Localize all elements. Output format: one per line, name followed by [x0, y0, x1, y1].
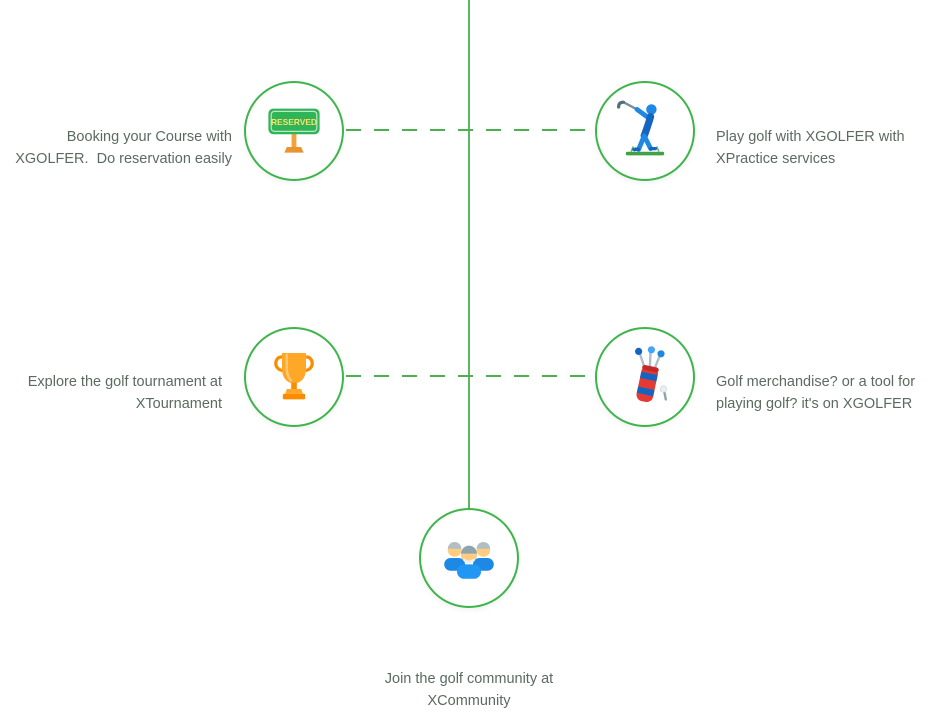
trophy-icon	[274, 353, 314, 400]
label-practice: Play golf with XGOLFER with XPractice se…	[716, 127, 936, 170]
label-booking-line1: Booking your Course with	[66, 129, 232, 145]
center-line	[468, 0, 470, 509]
label-community-line2: XCommunity	[427, 692, 511, 709]
reserved-sign-icon: RESERVED	[268, 108, 320, 153]
label-practice-line2: XPractice services	[716, 150, 836, 167]
golfer-swing-icon	[617, 100, 665, 156]
node-booking: RESERVED	[244, 81, 344, 181]
label-booking-line2: XGOLFER. Do reservation easily	[15, 150, 232, 167]
golfers-group-icon	[444, 542, 494, 579]
dashed-connector-middle	[346, 375, 594, 377]
dashed-connector-top	[346, 129, 594, 131]
label-tournament-line2: XTournament	[135, 395, 222, 412]
reserved-sign-text: RESERVED	[271, 117, 317, 127]
label-merchandise: Golf merchandise? or a tool for playing …	[716, 372, 940, 415]
node-practice	[595, 81, 695, 181]
node-merchandise	[595, 327, 695, 427]
label-community: Join the golf community at XCommunity	[349, 669, 589, 712]
label-merchandise-line2: playing golf? it's on XGOLFER	[716, 395, 913, 412]
label-merchandise-line1: Golf merchandise? or a tool for	[716, 374, 916, 390]
node-tournament	[244, 327, 344, 427]
label-community-line1: Join the golf community at	[384, 671, 554, 687]
node-community	[419, 508, 519, 608]
label-tournament: Explore the golf tournament at XTourname…	[0, 372, 222, 415]
label-tournament-line1: Explore the golf tournament at	[27, 374, 222, 390]
label-booking: Booking your Course with XGOLFER. Do res…	[6, 127, 232, 170]
golf-bag-icon	[635, 346, 667, 403]
label-practice-line1: Play golf with XGOLFER with	[716, 129, 905, 145]
